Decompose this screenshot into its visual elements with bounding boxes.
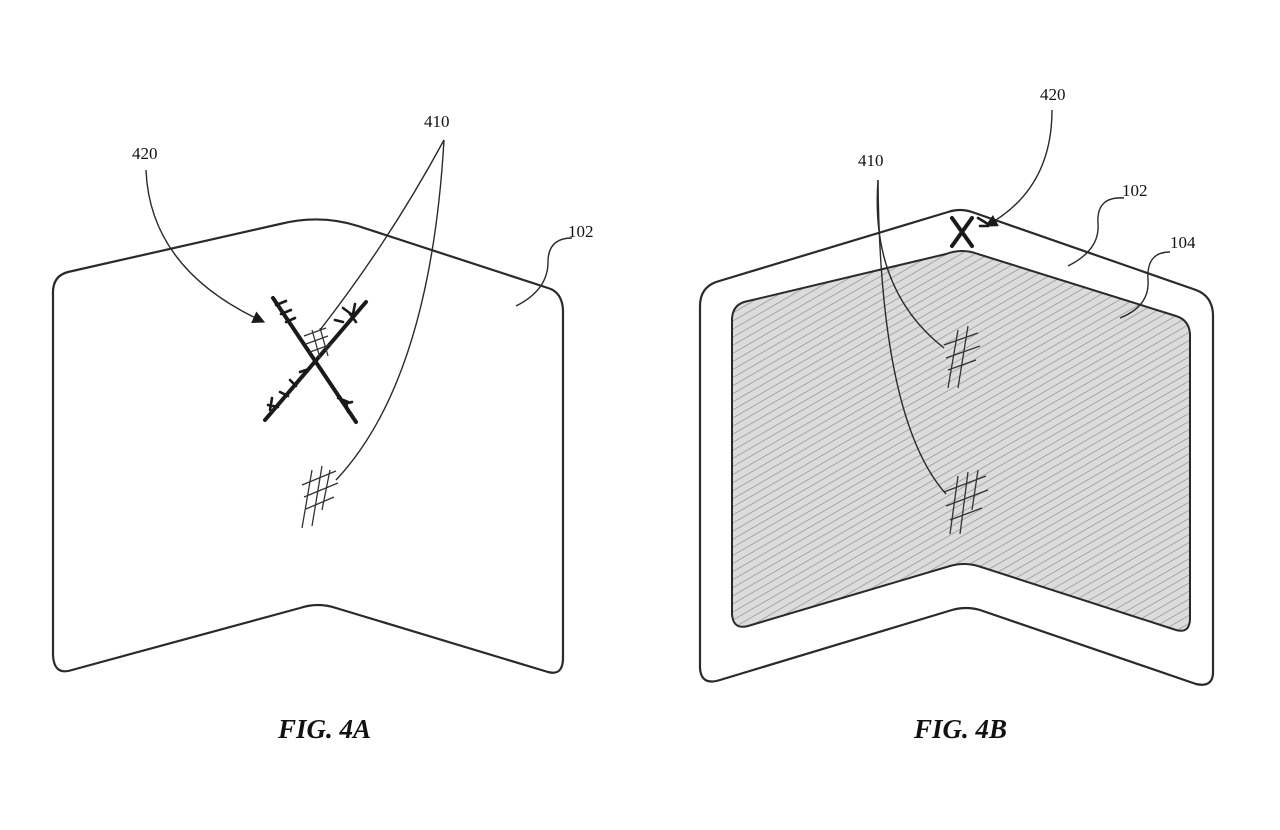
ref-label-420-4a: 420 bbox=[132, 144, 158, 163]
ref-label-410-4a: 410 bbox=[424, 112, 450, 131]
caption-4b: FIG. 4B bbox=[913, 714, 1007, 744]
leader-410b-4b bbox=[877, 179, 947, 495]
leader-410b-4a bbox=[335, 139, 445, 481]
caption-4a: FIG. 4A bbox=[277, 714, 371, 744]
ref-label-102-4b: 102 bbox=[1122, 181, 1148, 200]
crack-420-4b bbox=[950, 216, 990, 248]
device-outline-4a bbox=[51, 218, 565, 674]
leader-410a-4b bbox=[876, 179, 945, 349]
scratches-410-4a bbox=[301, 327, 339, 529]
figure-4b: 420 410 102 104 FIG. 4B bbox=[698, 85, 1215, 744]
leader-410a-4a bbox=[319, 139, 445, 331]
ref-label-102-4a: 102 bbox=[568, 222, 594, 241]
ref-label-410-4b: 410 bbox=[858, 151, 884, 170]
device-outline-4b bbox=[698, 208, 1215, 686]
crack-420-4a bbox=[263, 296, 368, 424]
ref-label-104-4b: 104 bbox=[1170, 233, 1196, 252]
leader-420-4a bbox=[145, 169, 266, 324]
leader-104-4b bbox=[1119, 251, 1171, 319]
leader-102-4b bbox=[1067, 197, 1125, 267]
scratches-410-4b bbox=[943, 325, 989, 535]
display-screen-104 bbox=[731, 250, 1191, 632]
figure-4a: 420 410 102 FIG. 4A bbox=[51, 112, 594, 744]
leader-420-4b bbox=[984, 109, 1053, 227]
leader-102-4a bbox=[515, 237, 573, 307]
ref-label-420-4b: 420 bbox=[1040, 85, 1066, 104]
